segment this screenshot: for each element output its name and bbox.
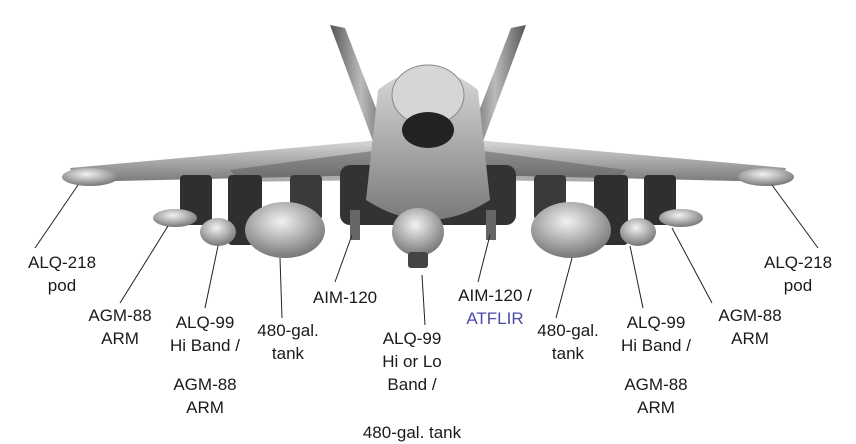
label-atflir: ATFLIR [466, 309, 524, 328]
fuel-tanks [245, 202, 611, 258]
label-alq218-pod-right: ALQ-218 pod [764, 251, 832, 297]
label-line: ARM [186, 398, 224, 417]
label-line: 480-gal. [537, 321, 599, 340]
label-line: ARM [637, 398, 675, 417]
label-aim120-atflir: AIM-120 / ATFLIR [458, 284, 532, 330]
label-line: Band / [387, 375, 437, 394]
label-line: AGM-88 [173, 375, 237, 394]
label-line: pod [783, 276, 813, 295]
label-line: ALQ-218 [27, 253, 97, 272]
label-line: ALQ-99 [626, 313, 686, 332]
label-line: ARM [731, 329, 769, 348]
label-line: tank [271, 344, 305, 363]
label-line: pod [47, 276, 77, 295]
label-line: 480-gal. tank [362, 423, 462, 442]
label-line: tank [551, 344, 585, 363]
label-tank-left: 480-gal. tank [257, 319, 318, 365]
label-tank-right: 480-gal. tank [537, 319, 598, 365]
label-line: Hi or Lo [382, 352, 442, 371]
leader-lines [34, 184, 819, 326]
label-line: ALQ-218 [763, 253, 833, 272]
label-line: ALQ-99 [382, 329, 442, 348]
label-line: AGM-88 [88, 306, 152, 325]
label-line: ALQ-99 [175, 313, 235, 332]
wingtip-pods [62, 168, 794, 186]
label-line: AGM-88 [624, 375, 688, 394]
label-line: AGM-88 [718, 306, 782, 325]
label-line: AIM-120 / [458, 286, 532, 305]
label-line: AIM-120 [312, 288, 378, 307]
fuselage [340, 64, 516, 268]
label-line: Hi Band / [170, 336, 240, 355]
label-line: ARM [101, 329, 139, 348]
label-line: 480-gal. [257, 321, 319, 340]
wings [70, 140, 786, 182]
label-line: Hi Band / [621, 336, 691, 355]
label-center-station: ALQ-99 Hi or Lo Band / 480-gal. tank [363, 327, 461, 444]
label-alq218-pod-left: ALQ-218 pod [28, 251, 96, 297]
missiles [153, 209, 703, 246]
label-aim120-left: AIM-120 [313, 286, 377, 309]
